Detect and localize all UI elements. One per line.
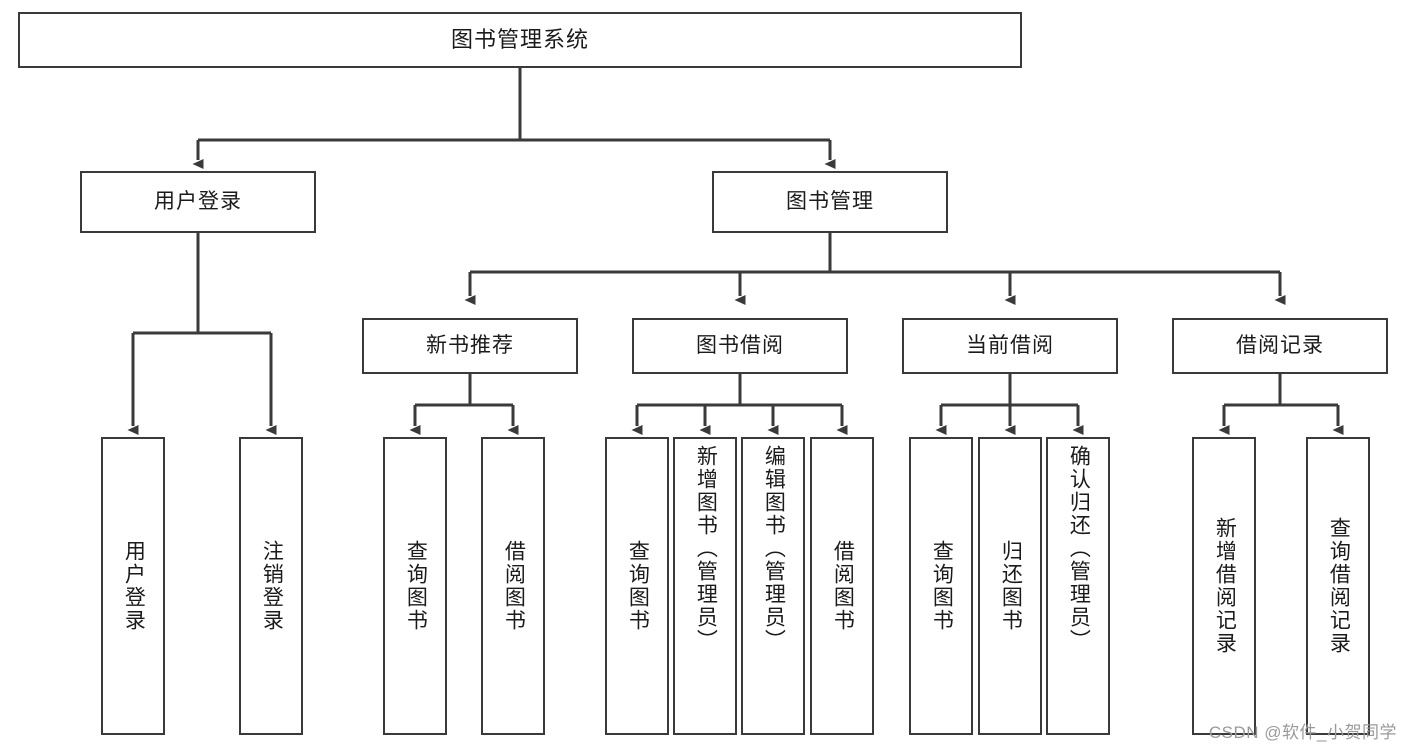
leaf-book-borrow-query-book[interactable]: 查询图书 xyxy=(605,437,669,735)
node-root-book-management-system[interactable]: 图书管理系统 xyxy=(18,12,1022,68)
leaf-current-borrow-query-book[interactable]: 查询图书 xyxy=(909,437,973,735)
node-label: 图书管理系统 xyxy=(450,27,589,53)
node-label: 用户登录 xyxy=(122,540,146,632)
node-label: 查询图书 xyxy=(404,540,428,632)
node-label: 新增图书（管理员） xyxy=(694,445,718,652)
node-label: 当前借阅 xyxy=(966,333,1054,357)
leaf-current-borrow-return-book[interactable]: 归还图书 xyxy=(978,437,1042,735)
leaf-borrow-record-add-record[interactable]: 新增借阅记录 xyxy=(1192,437,1256,735)
leaf-borrow-record-query-record[interactable]: 查询借阅记录 xyxy=(1306,437,1370,735)
leaf-book-borrow-add-book-admin[interactable]: 新增图书（管理员） xyxy=(673,437,737,735)
node-current-borrow[interactable]: 当前借阅 xyxy=(902,318,1118,374)
leaf-new-book-borrow-book[interactable]: 借阅图书 xyxy=(481,437,545,735)
node-borrow-record[interactable]: 借阅记录 xyxy=(1172,318,1388,374)
node-user-login[interactable]: 用户登录 xyxy=(80,171,316,233)
node-label: 用户登录 xyxy=(154,189,242,213)
leaf-book-borrow-borrow-book[interactable]: 借阅图书 xyxy=(810,437,874,735)
node-label: 图书借阅 xyxy=(696,333,784,357)
leaf-user-login-login[interactable]: 用户登录 xyxy=(101,437,165,735)
node-book-borrow[interactable]: 图书借阅 xyxy=(632,318,848,374)
leaf-current-borrow-confirm-return-admin[interactable]: 确认归还（管理员） xyxy=(1046,437,1110,735)
node-label: 归还图书 xyxy=(999,540,1023,632)
node-book-management[interactable]: 图书管理 xyxy=(712,171,948,233)
watermark-text: CSDN @软件_小贺同学 xyxy=(1208,723,1397,742)
node-label: 查询借阅记录 xyxy=(1327,517,1351,655)
leaf-book-borrow-edit-book-admin[interactable]: 编辑图书（管理员） xyxy=(741,437,805,735)
node-label: 注销登录 xyxy=(260,540,284,632)
node-new-book-recommend[interactable]: 新书推荐 xyxy=(362,318,578,374)
node-label: 查询图书 xyxy=(626,540,650,632)
leaf-user-login-logout[interactable]: 注销登录 xyxy=(239,437,303,735)
node-label: 借阅图书 xyxy=(502,540,526,632)
node-label: 借阅记录 xyxy=(1236,333,1324,357)
node-label: 查询图书 xyxy=(930,540,954,632)
leaf-new-book-query-book[interactable]: 查询图书 xyxy=(383,437,447,735)
node-label: 新增借阅记录 xyxy=(1213,517,1237,655)
node-label: 图书管理 xyxy=(786,189,874,213)
node-label: 确认归还（管理员） xyxy=(1067,445,1091,652)
node-label: 新书推荐 xyxy=(426,333,514,357)
node-label: 编辑图书（管理员） xyxy=(762,445,786,652)
node-label: 借阅图书 xyxy=(831,540,855,632)
